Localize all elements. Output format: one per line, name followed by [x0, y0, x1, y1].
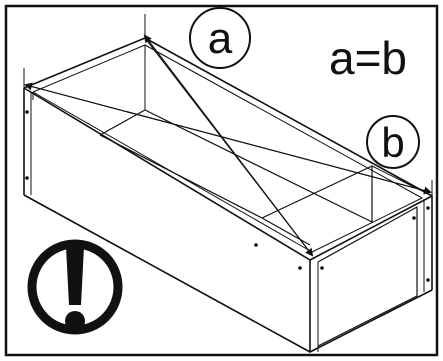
cabinet-box	[23, 37, 433, 353]
label-b-badge: b	[366, 115, 420, 169]
equation-text: a=b	[329, 32, 407, 84]
diagonal-b-line-reverse	[24, 82, 431, 193]
outer-frame	[4, 4, 439, 357]
label-a-badge: a	[189, 7, 251, 69]
fastener-dots	[25, 110, 430, 282]
diagonal-a-line-reverse	[143, 34, 313, 256]
label-a: a	[208, 14, 233, 63]
label-b: b	[381, 119, 404, 166]
exclamation-warning-icon	[27, 239, 123, 335]
